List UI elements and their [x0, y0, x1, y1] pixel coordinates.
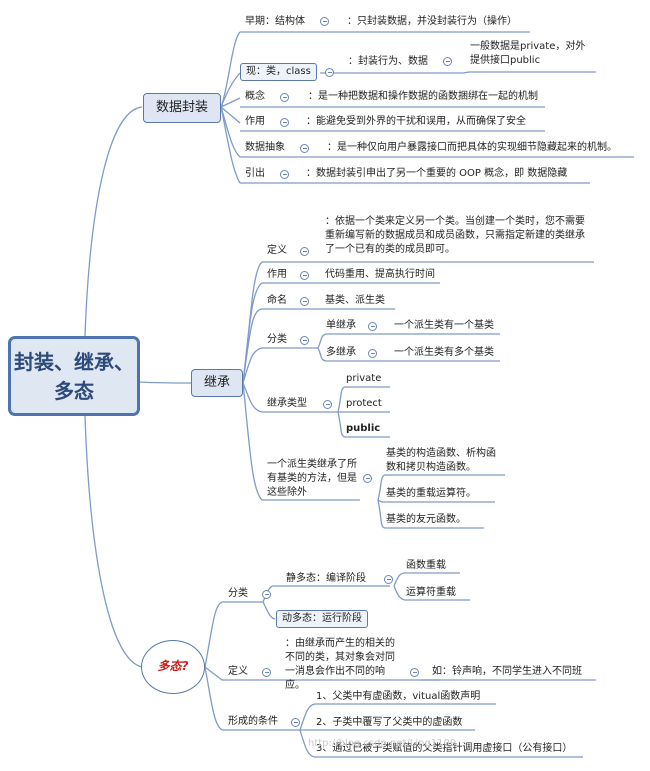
collapse-icon[interactable] [368, 322, 377, 331]
poly-conditions-label: 形成的条件 [228, 716, 278, 727]
collapse-icon[interactable] [280, 118, 289, 127]
inherit-type-item: protect [346, 398, 382, 409]
collapse-icon[interactable] [300, 247, 309, 256]
encap-effect-label: 作用 [245, 116, 265, 127]
encap-concept-label: 概念 [245, 91, 265, 102]
inherit-exception-item: 基类的友元函数。 [386, 514, 466, 525]
topic-inheritance[interactable]: 继承 [191, 369, 243, 397]
inherit-definition-label: 定义 [267, 245, 287, 256]
poly-dynamic-label[interactable]: 动多态：运行阶段 [276, 610, 368, 628]
inherit-multiple-desc: 一个派生类有多个基类 [394, 347, 494, 358]
encap-effect-desc: ：能避免受到外界的干扰和误用，从而确保了安全 [306, 116, 526, 127]
inherit-effect-desc: 代码重用、提高执行时间 [325, 269, 435, 280]
poly-condition-item: 3、通过已被子类赋值的父类指针调用虚接口（公有接口） [316, 743, 573, 754]
encap-concept-desc: ：是一种把数据和操作数据的函数捆绑在一起的机制 [308, 91, 538, 102]
poly-static-item: 运算符重载 [406, 587, 456, 598]
encap-abstraction-label: 数据抽象 [245, 142, 285, 153]
encap-now-desc: ：封装行为、数据 [348, 56, 428, 67]
encap-early-label: 早期：结构体 [245, 16, 305, 27]
inherit-naming-desc: 基类、派生类 [325, 295, 385, 306]
inherit-definition-desc: ：依据一个类来定义另一个类。当创建一个类时，您不需要重新编写新的数据成员和成员函… [325, 216, 585, 255]
encap-now-label[interactable]: 现：类，class [240, 63, 317, 81]
encap-abstraction-desc: ：是一种仅向用户暴露接口而把具体的实现细节隐藏起来的机制。 [327, 142, 617, 153]
collapse-icon[interactable] [320, 17, 329, 26]
encap-extends-label: 引出 [245, 168, 265, 179]
poly-definition-label: 定义 [228, 666, 248, 677]
inherit-single-label: 单继承 [326, 320, 356, 331]
encap-early-desc: ：只封装数据，并没封装行为（操作） [347, 16, 517, 27]
collapse-icon[interactable] [300, 336, 309, 345]
collapse-icon[interactable] [300, 297, 309, 306]
inherit-exception-label: 一个派生类继承了所有基类的方法，但是这些除外 [267, 459, 357, 498]
inherit-exception-item: 基类的构造函数、析构函数和拷贝构造函数。 [386, 448, 496, 473]
topic-encapsulation[interactable]: 数据封装 [143, 93, 221, 123]
collapse-icon[interactable] [262, 668, 271, 677]
poly-definition-example: 如：铃声响，不同学生进入不同班 [432, 666, 582, 677]
collapse-icon[interactable] [280, 170, 289, 179]
inherit-type-item: public [346, 423, 381, 434]
collapse-icon[interactable] [363, 474, 372, 483]
poly-condition-item: 1、父类中有虚函数，vitual函数声明 [316, 691, 481, 702]
topic-polymorphism[interactable]: 多态? [141, 640, 205, 694]
collapse-icon[interactable] [291, 718, 300, 727]
watermark: http://blog.csdn.net/Ling1109 [308, 738, 457, 749]
inherit-exception-item: 基类的重载运算符。 [386, 488, 476, 499]
encap-now-note: 一般数据是private，对外提供接口public [470, 41, 586, 66]
inherit-effect-label: 作用 [267, 269, 287, 280]
collapse-icon[interactable] [368, 349, 377, 358]
poly-static-item: 函数重载 [406, 560, 446, 571]
collapse-icon[interactable] [384, 575, 393, 584]
collapse-icon[interactable] [323, 400, 332, 409]
collapse-icon[interactable] [300, 271, 309, 280]
collapse-icon[interactable] [325, 68, 334, 77]
encap-extends-desc: ：数据封装引申出了另一个重要的 OOP 概念，即 数据隐藏 [306, 168, 568, 179]
collapse-icon[interactable] [443, 57, 452, 66]
collapse-icon[interactable] [410, 668, 419, 677]
inherit-category-label: 分类 [267, 334, 287, 345]
inherit-single-desc: 一个派生类有一个基类 [394, 320, 494, 331]
inherit-types-label: 继承类型 [267, 398, 307, 409]
collapse-icon[interactable] [262, 590, 271, 599]
collapse-icon[interactable] [300, 144, 309, 153]
poly-condition-item: 2、子类中覆写了父类中的虚函数 [316, 717, 463, 728]
poly-definition-desc: ：由继承而产生的相关的不同的类，其对象会对同一消息会作出不同的响应。 [285, 638, 395, 691]
poly-category-label: 分类 [228, 588, 248, 599]
collapse-icon[interactable] [280, 93, 289, 102]
poly-static-label: 静多态：编译阶段 [286, 573, 366, 584]
inherit-multiple-label: 多继承 [326, 347, 356, 358]
inherit-naming-label: 命名 [267, 295, 287, 306]
root-topic[interactable]: 封装、继承、多态 [8, 336, 140, 416]
inherit-type-item: private [346, 373, 382, 384]
